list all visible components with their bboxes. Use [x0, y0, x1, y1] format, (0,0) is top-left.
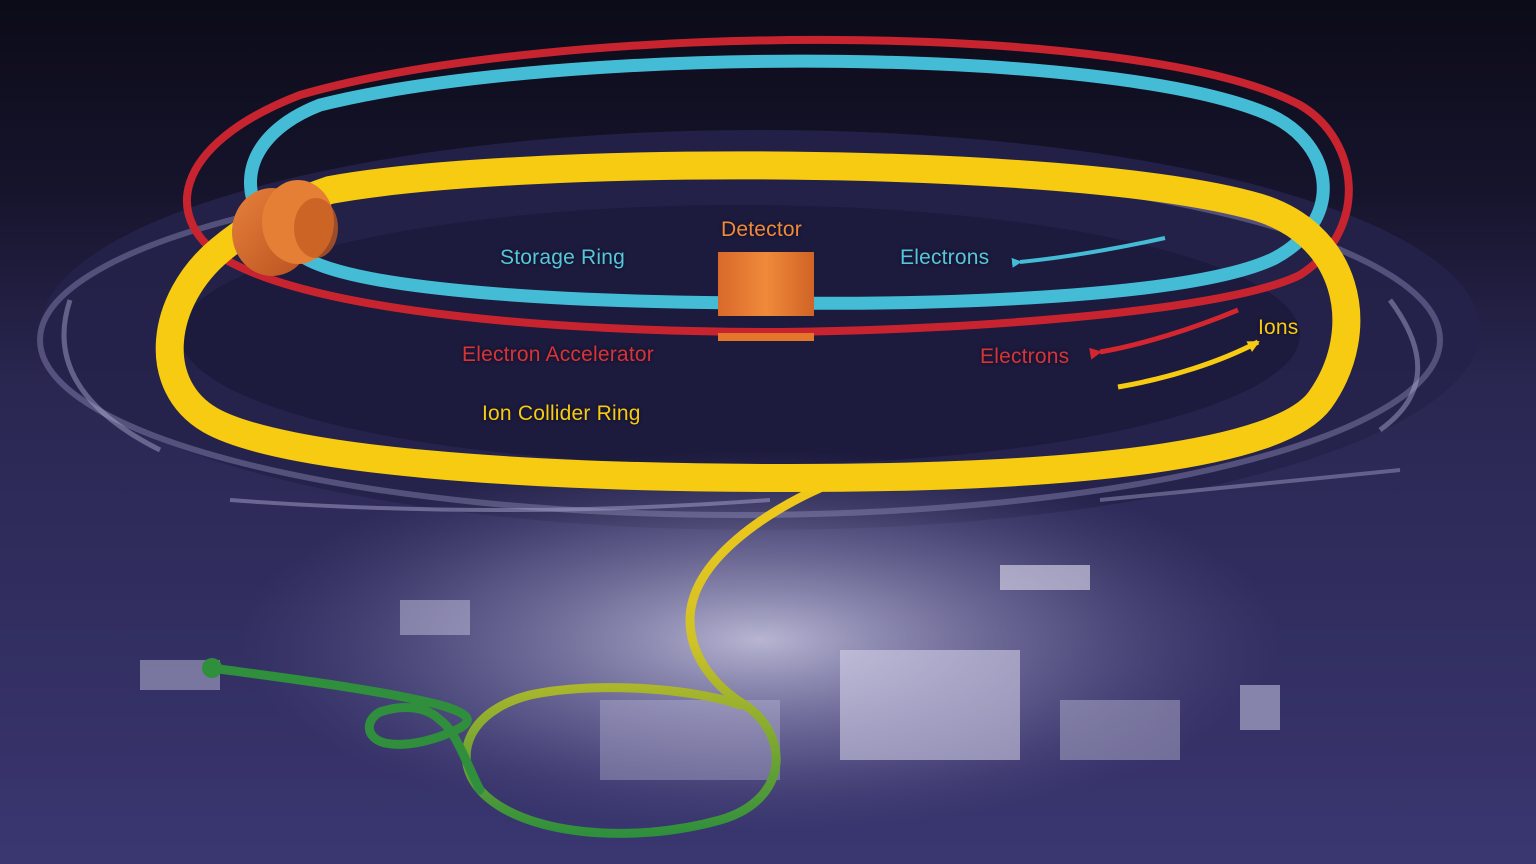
interaction-cylinder	[232, 180, 338, 276]
storage-ring-label: Storage Ring	[500, 246, 625, 269]
electrons-red-label: Electrons	[980, 345, 1070, 368]
electrons-blue-label: Electrons	[900, 246, 990, 269]
arrow-electrons-red	[1089, 307, 1239, 360]
detector-label: Detector	[721, 218, 802, 241]
arrow-ions-yellow	[1117, 339, 1260, 390]
ion-collider-ring-label: Ion Collider Ring	[482, 402, 641, 425]
detector-box	[718, 252, 814, 341]
electron-accelerator-label: Electron Accelerator	[462, 343, 654, 366]
injector-line	[202, 483, 825, 838]
arrow-electrons-blue	[1011, 236, 1166, 268]
ion-collider-ring	[155, 151, 1361, 493]
ions-label: Ions	[1258, 316, 1299, 339]
electron-accelerator-ring	[182, 35, 1353, 337]
